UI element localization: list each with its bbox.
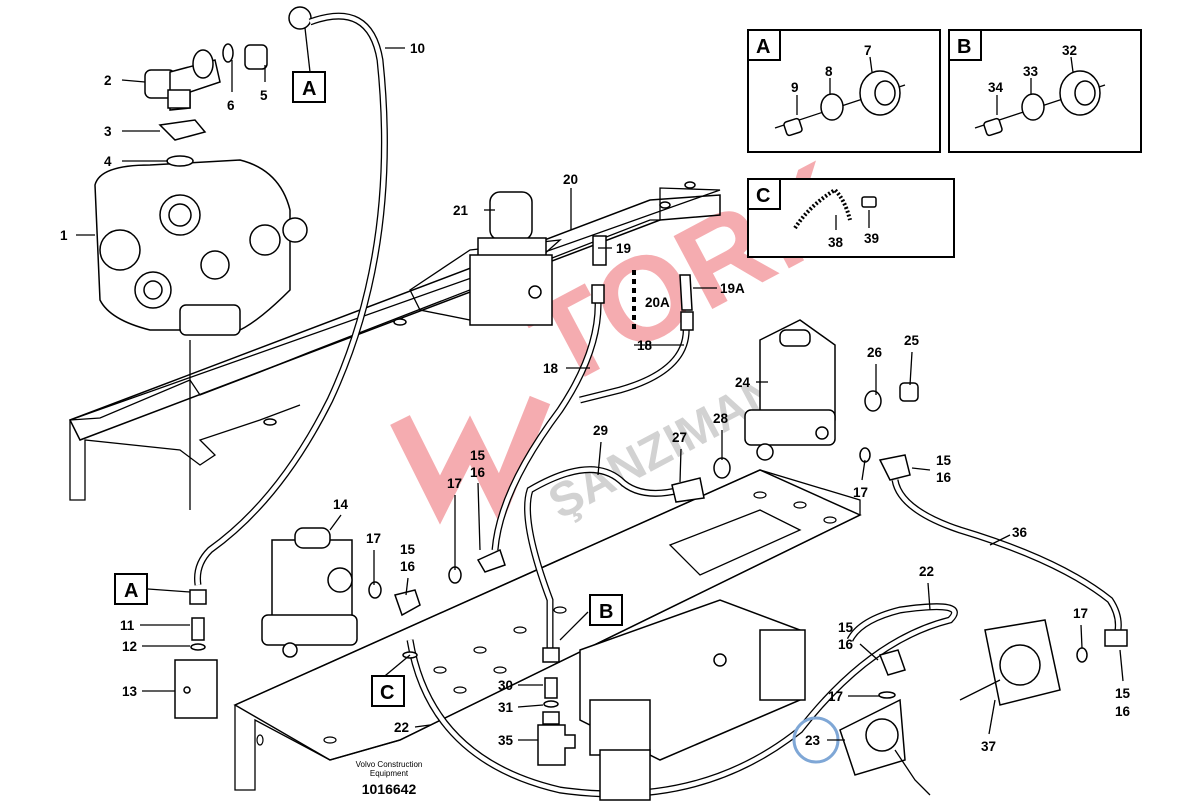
- callout: 15: [838, 620, 854, 635]
- hose-36: [891, 479, 1122, 631]
- callout: 15: [400, 542, 416, 557]
- callout: 31: [498, 700, 514, 715]
- callout: 37: [981, 739, 996, 754]
- watermark-logo-mark: [390, 395, 551, 527]
- callout: 15: [470, 448, 486, 463]
- block-hole: [183, 686, 191, 694]
- pressure-regulator: [469, 191, 553, 326]
- detail-ref-a-top[interactable]: A: [292, 71, 326, 103]
- callout: 25: [904, 333, 920, 348]
- misc-fittings: [368, 235, 919, 699]
- callout: 29: [593, 423, 608, 438]
- callout: 16: [936, 470, 952, 485]
- callout: 10: [410, 41, 425, 56]
- inset-title: C: [756, 185, 770, 207]
- publisher-line2: Equipment: [370, 769, 409, 778]
- fitting-11b: [191, 617, 205, 641]
- callout: 26: [867, 345, 883, 360]
- callout: 19A: [720, 281, 745, 296]
- callout: 13: [122, 684, 138, 699]
- washer-12: [190, 643, 206, 651]
- callout: 5: [260, 88, 268, 103]
- callout: 15: [936, 453, 952, 468]
- hose-10: [194, 12, 388, 586]
- callout: 18: [637, 338, 653, 353]
- inset-title: B: [957, 36, 971, 58]
- pressure-switch-37: [959, 619, 1128, 706]
- hose-22: [406, 603, 958, 798]
- callout: 15: [1115, 686, 1131, 701]
- detail-ref-c[interactable]: C: [371, 675, 405, 707]
- callout: 27: [672, 430, 687, 445]
- pressure-switch-23: [839, 698, 931, 796]
- fittings-30-35: [537, 647, 576, 766]
- callout: 4: [104, 154, 112, 169]
- callout: 17: [853, 485, 868, 500]
- callout: 9: [791, 80, 799, 95]
- detail-ref-label: C: [380, 682, 394, 704]
- inset-a: A 9 8 7: [747, 29, 941, 153]
- callout: 24: [735, 375, 751, 390]
- block-13: [174, 659, 218, 719]
- callout: 16: [1115, 704, 1131, 719]
- callout: 21: [453, 203, 469, 218]
- hose-18: [491, 299, 690, 551]
- inset-b: B 34 33 32: [948, 29, 1142, 153]
- callout: 20: [563, 172, 578, 187]
- callout: 36: [1012, 525, 1028, 540]
- fitting-11: [189, 589, 207, 605]
- callout: 16: [400, 559, 416, 574]
- callout: 17: [828, 689, 843, 704]
- clip-icon: [861, 196, 877, 208]
- callout: 7: [864, 43, 872, 58]
- document-number: 1016642: [362, 781, 417, 797]
- callout: 11: [120, 618, 135, 633]
- callout: 38: [828, 235, 844, 250]
- lower-plate: [233, 469, 862, 791]
- detail-ref-label: B: [599, 601, 613, 623]
- callout: 22: [394, 720, 409, 735]
- callout: 17: [1073, 606, 1088, 621]
- callout: 16: [838, 637, 854, 652]
- callout: 3: [104, 124, 112, 139]
- callout: 32: [1062, 43, 1077, 58]
- callout: 14: [333, 497, 349, 512]
- callout: 17: [366, 531, 381, 546]
- valve-block: [579, 599, 806, 801]
- callout: 19: [616, 241, 631, 256]
- callout: 22: [919, 564, 934, 579]
- callout-highlighted[interactable]: 23: [805, 733, 821, 748]
- tee-fitting: [144, 6, 312, 167]
- callout: 16: [470, 465, 486, 480]
- callout: 12: [122, 639, 137, 654]
- callout: 28: [713, 411, 729, 426]
- detail-ref-a-bottom[interactable]: A: [114, 573, 148, 605]
- callout: 34: [988, 80, 1004, 95]
- upper-bracket: [68, 181, 721, 501]
- solenoid-valve-24: [744, 319, 836, 461]
- callout: 18: [543, 361, 559, 376]
- callout: 8: [825, 64, 833, 79]
- hose-29: [524, 466, 681, 650]
- callout: 17: [447, 476, 462, 491]
- callout: 2: [104, 73, 112, 88]
- detail-ref-label: A: [124, 580, 138, 602]
- callout: 6: [227, 98, 235, 113]
- callout: 33: [1023, 64, 1039, 79]
- publisher-line1: Volvo Construction: [356, 760, 423, 769]
- solenoid-valve-14: [261, 527, 358, 658]
- inset-title: A: [756, 36, 770, 58]
- main-valve: [94, 159, 308, 336]
- detail-ref-label: A: [302, 78, 316, 100]
- callout: 35: [498, 733, 514, 748]
- inset-c: C 38 39: [747, 178, 955, 258]
- callout: 39: [864, 231, 879, 246]
- leader-lines: [76, 27, 1124, 741]
- callout: 20A: [645, 295, 670, 310]
- detail-ref-b[interactable]: B: [589, 594, 623, 626]
- callout-labels: 2 3 4 1 6 5 10 21 20 19 20A 19A 18 18 24…: [60, 41, 1131, 754]
- callout: 30: [498, 678, 513, 693]
- callout: 1: [60, 228, 68, 243]
